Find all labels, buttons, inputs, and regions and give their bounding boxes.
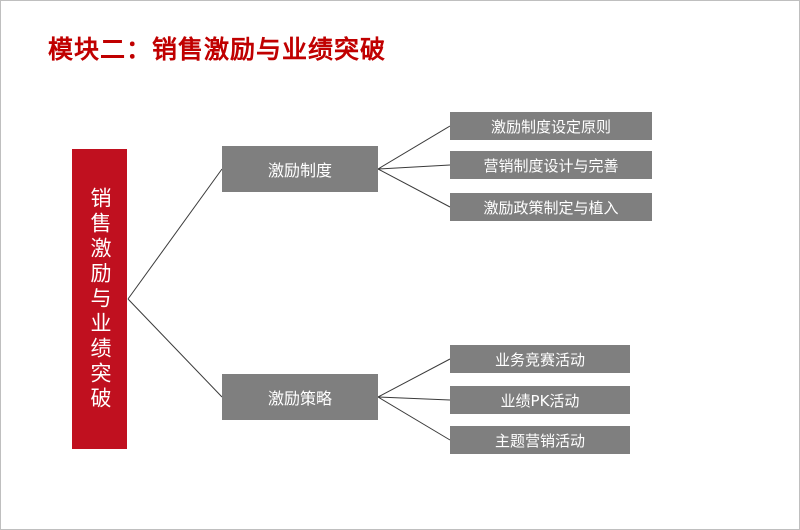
slide-title: 模块二：销售激励与业绩突破 (48, 35, 387, 64)
connector-b1-leaf-2 (377, 164, 451, 170)
leaf-node-theme-marketing: 主题营销活动 (450, 426, 630, 454)
leaf-node-business-competition: 业务竞赛活动 (450, 345, 630, 373)
leaf-node-incentive-principles: 激励制度设定原则 (450, 112, 652, 140)
connector-root-branch-1 (127, 168, 223, 300)
leaf-node-incentive-policy: 激励政策制定与植入 (450, 193, 652, 221)
connector-b2-leaf-2 (377, 396, 451, 401)
connector-root-branch-2 (127, 298, 223, 398)
connector-b1-leaf-1 (377, 125, 451, 170)
branch-node-incentive-system: 激励制度 (222, 146, 378, 192)
root-node-label: 销售激励与业绩突破 (88, 186, 112, 412)
connector-b2-leaf-3 (377, 396, 451, 441)
connector-b1-leaf-3 (377, 168, 451, 208)
root-node: 销售激励与业绩突破 (72, 149, 127, 449)
leaf-node-marketing-system-design: 营销制度设计与完善 (450, 151, 652, 179)
leaf-node-performance-pk: 业绩PK活动 (450, 386, 630, 414)
branch-node-incentive-strategy: 激励策略 (222, 374, 378, 420)
connector-b2-leaf-1 (377, 358, 451, 398)
